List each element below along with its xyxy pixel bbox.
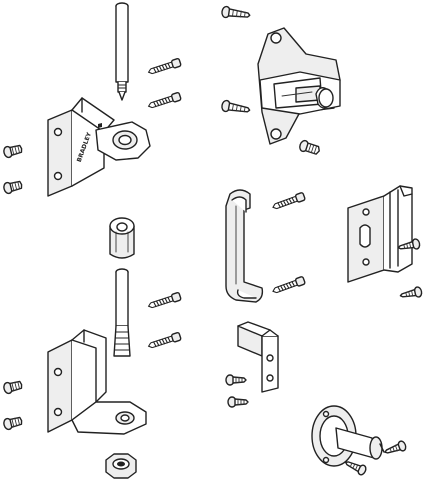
- lower-hinge-pin: [113, 268, 131, 357]
- screw-top-2: [146, 91, 182, 111]
- screw-top-3: [2, 142, 24, 160]
- lower-hinge-assembly: [2, 217, 182, 479]
- angle-bracket: [237, 321, 279, 393]
- keeper-screw-1: [397, 238, 421, 250]
- screw-bottom-3: [2, 378, 24, 396]
- screw-bottom-1: [146, 291, 182, 311]
- bracket-screw-1: [225, 374, 247, 386]
- latch-screw-1: [221, 5, 251, 19]
- strike-keeper: [347, 185, 413, 283]
- upper-hinge-bracket: BRADLEY: [47, 97, 151, 197]
- lower-hinge-bracket: [47, 329, 147, 435]
- hinge-pin: [115, 2, 129, 101]
- handle-screw-2: [270, 275, 307, 296]
- upper-hinge-assembly: BRADLEY: [2, 2, 182, 197]
- bracket-screw-2: [227, 396, 249, 408]
- handle-screw-1: [270, 191, 307, 212]
- screw-bottom-2: [146, 331, 182, 351]
- latch-screw-2: [221, 99, 251, 113]
- slide-latch-assembly: [221, 5, 341, 155]
- latch-screw-3: [299, 139, 320, 155]
- door-bumper: [311, 405, 385, 467]
- slide-latch: [257, 27, 341, 145]
- screw-top-4: [2, 178, 24, 196]
- hex-nut: [105, 453, 137, 479]
- screw-bottom-4: [2, 414, 24, 432]
- hinge-cam: [109, 217, 135, 259]
- bumper-screw-2: [344, 461, 367, 476]
- screw-top-1: [146, 57, 182, 77]
- door-pull-handle: [225, 189, 264, 303]
- keeper-screw-2: [399, 286, 423, 298]
- bumper-screw-1: [384, 440, 407, 454]
